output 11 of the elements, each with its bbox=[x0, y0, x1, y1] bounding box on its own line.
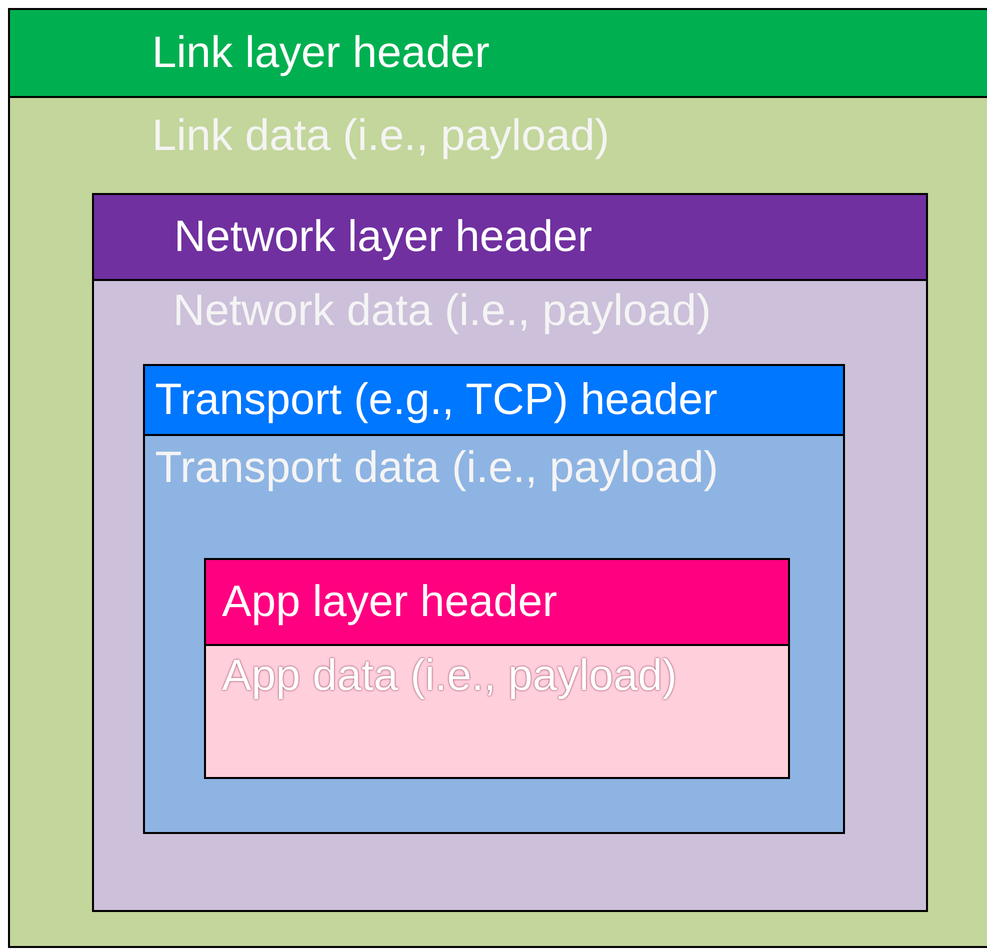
packet-frame bbox=[92, 193, 928, 912]
payload-label: Transport data (i.e., payload) bbox=[155, 446, 718, 490]
packet-frame bbox=[204, 558, 790, 779]
header-band: Transport (e.g., TCP) header bbox=[143, 364, 845, 436]
packet-frame bbox=[8, 8, 987, 948]
payload-label: App data (i.e., payload) bbox=[222, 654, 677, 698]
packet-frame bbox=[143, 364, 845, 834]
header-band: Network layer header bbox=[92, 193, 928, 281]
payload-label: Link data (i.e., payload) bbox=[152, 114, 610, 158]
header-band: App layer header bbox=[204, 558, 790, 646]
header-band: Link layer header bbox=[8, 8, 987, 98]
